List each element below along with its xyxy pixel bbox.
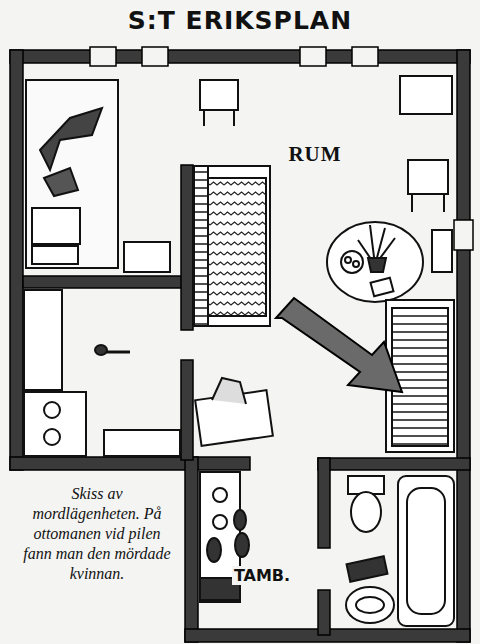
plan-title: S:T ERIKSPLAN [128, 6, 352, 35]
caption-text: Skiss av mordlägenheten. På ottomanen vi… [22, 484, 172, 584]
room-label: TAMB. [232, 566, 292, 585]
pointer-arrow [276, 298, 402, 392]
room-label: RUM [288, 142, 341, 167]
